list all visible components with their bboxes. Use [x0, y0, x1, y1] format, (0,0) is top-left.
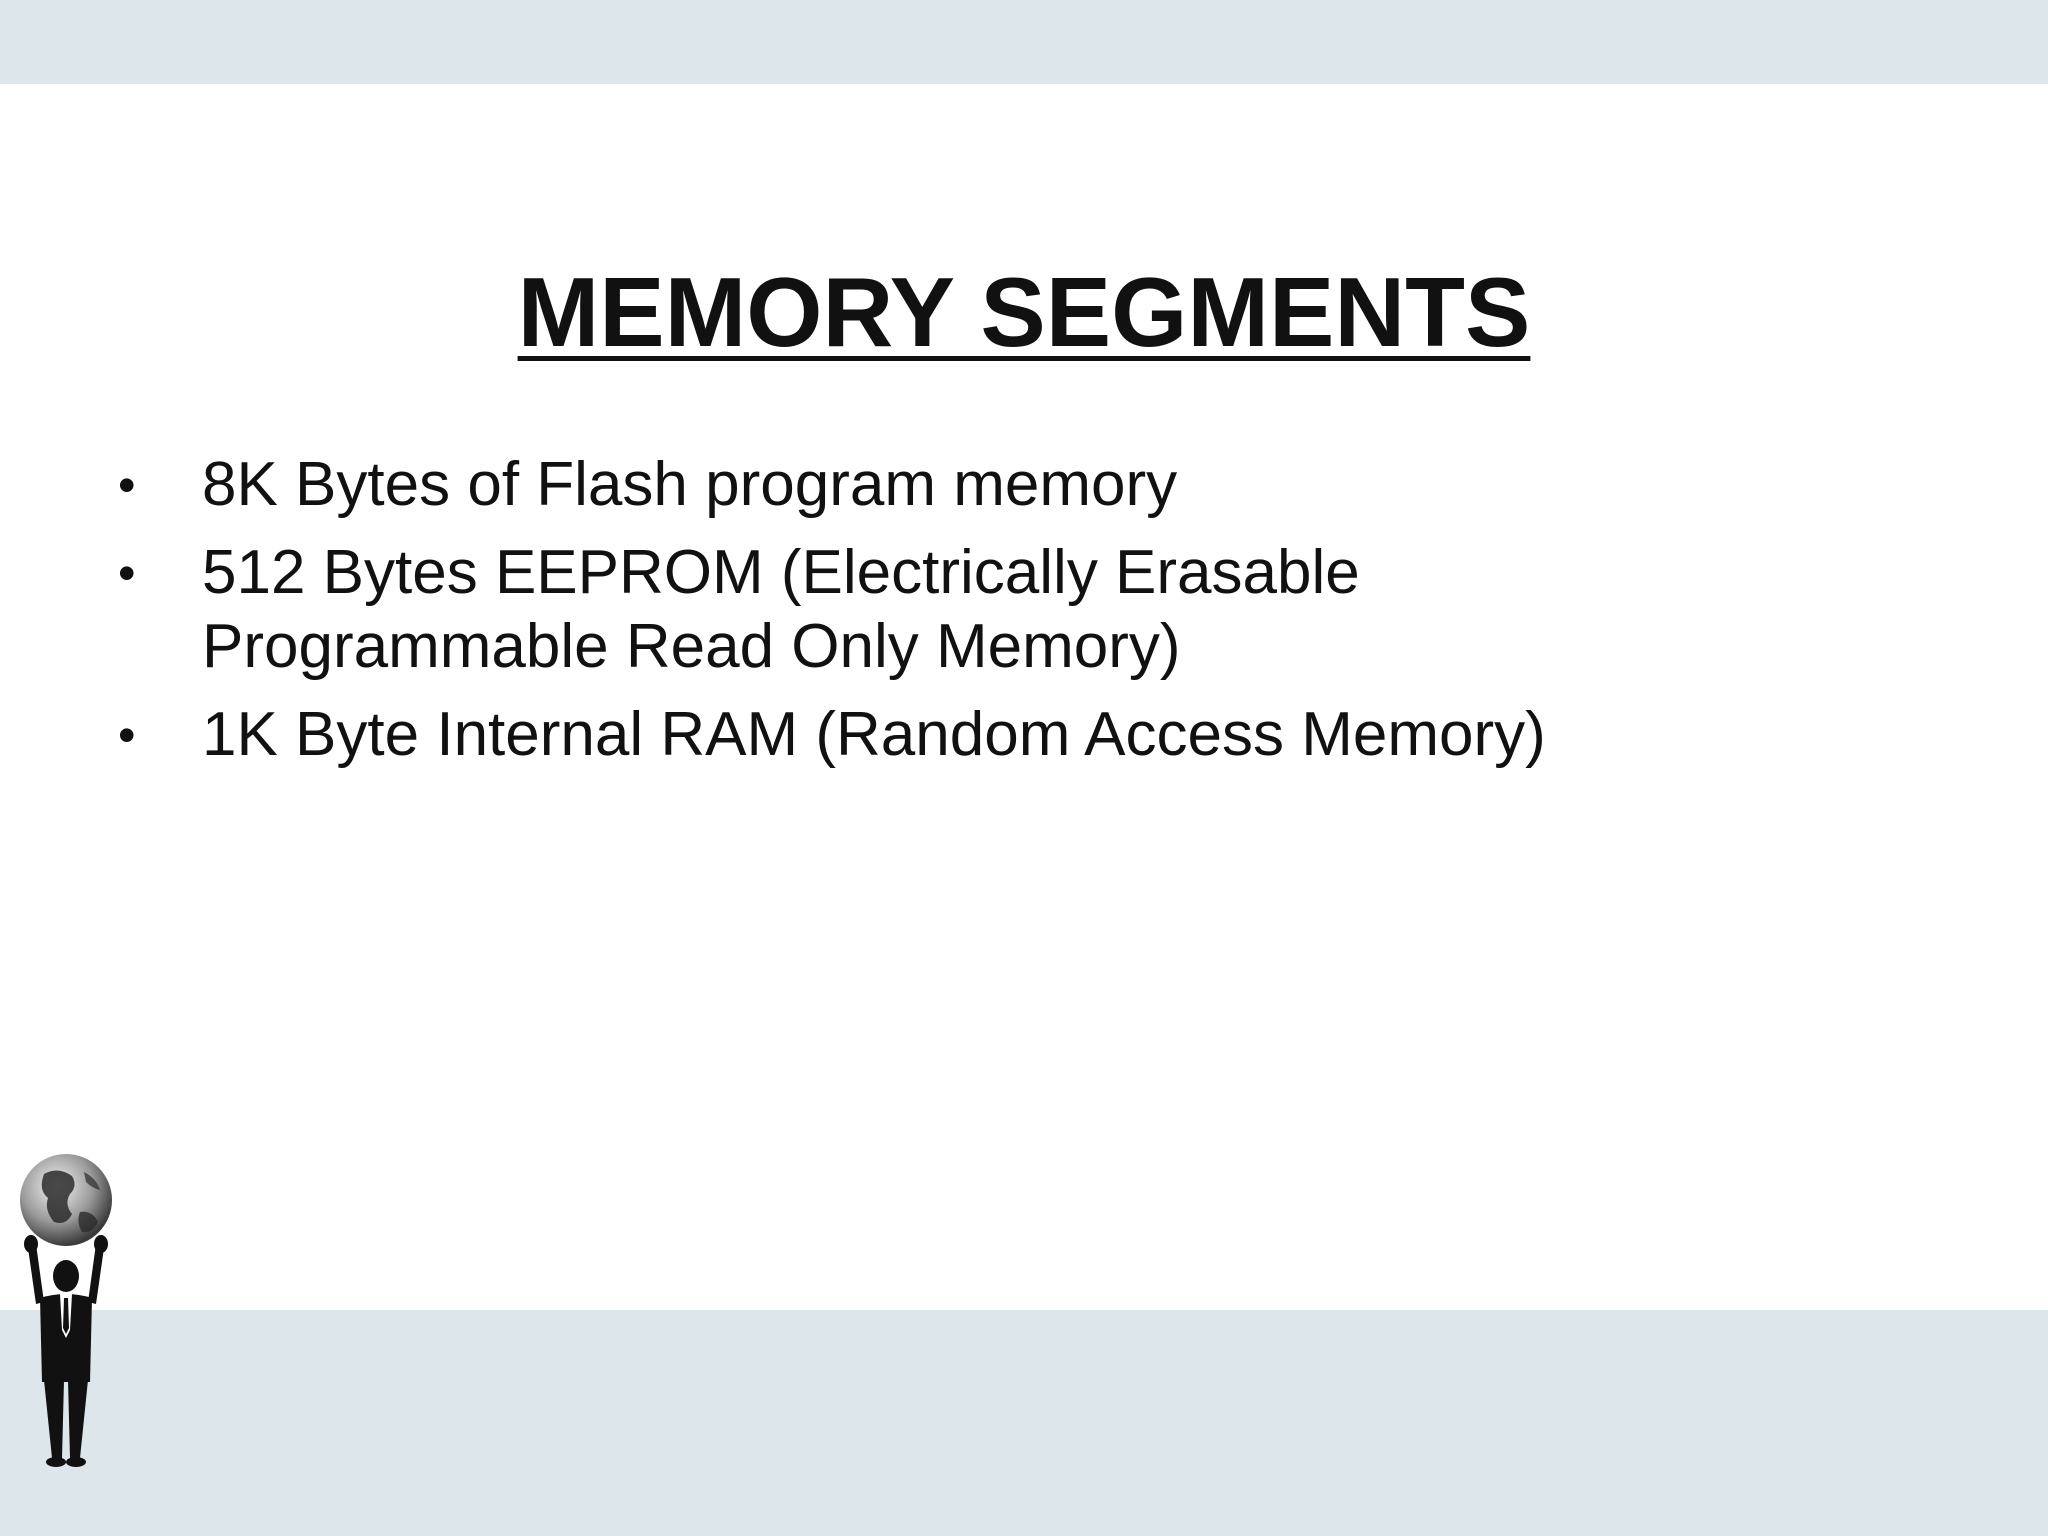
bullet-marker: • [118, 457, 136, 513]
top-band [0, 0, 2048, 84]
bullet-text: 512 Bytes EEPROM (Electrically Erasable … [202, 538, 1360, 681]
bullet-text: 1K Byte Internal RAM (Random Access Memo… [202, 700, 1546, 769]
list-item: • 8K Bytes of Flash program memory [118, 448, 1918, 522]
man-holding-globe-icon [20, 1154, 112, 1467]
list-item: • 1K Byte Internal RAM (Random Access Me… [118, 698, 1918, 772]
bullet-marker: • [118, 545, 136, 601]
bottom-band [0, 1310, 2048, 1536]
list-item: • 512 Bytes EEPROM (Electrically Erasabl… [118, 536, 1622, 684]
slide-title: MEMORY SEGMENTS [0, 252, 2048, 372]
bullet-text: 8K Bytes of Flash program memory [202, 450, 1178, 519]
bullet-marker: • [118, 707, 136, 763]
slide-title-text: MEMORY SEGMENTS [517, 257, 1531, 367]
bullet-list: • 8K Bytes of Flash program memory • 512… [118, 448, 1918, 786]
